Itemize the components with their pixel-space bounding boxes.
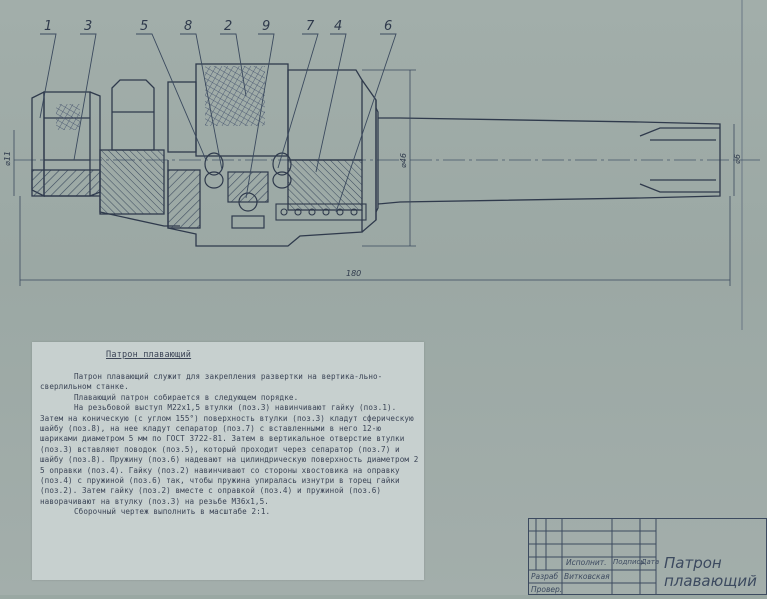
- assembly-drawing: 1 3 5 8 2 9 7 4 6 ⌀11 ⌀46 ⌀6 180: [3, 0, 760, 330]
- pos-label-9: 9: [262, 19, 270, 34]
- tb-col-date: Дата: [641, 558, 660, 566]
- separator-balls-part-7: [204, 152, 292, 229]
- tb-col-signature: Подпись: [613, 558, 645, 566]
- dimension-labels: ⌀11 ⌀46 ⌀6 180: [3, 151, 742, 278]
- pos-label-2: 2: [224, 19, 232, 34]
- dim-shank-diameter: ⌀6: [733, 154, 742, 164]
- tb-row-checked: Провер.: [531, 585, 563, 594]
- tb-developer-name: Витковская: [564, 572, 610, 581]
- tb-col-executor: Исполнит.: [566, 558, 607, 567]
- spring-part-6: [275, 203, 367, 221]
- pos-label-6: 6: [384, 19, 392, 34]
- description-paragraph-1: Патрон плавающий служит для закрепления …: [40, 372, 383, 392]
- dim-overall-length: 180: [346, 269, 361, 278]
- dimension-lines: [13, 69, 735, 286]
- title-block: Исполнит. Подпись Дата Разраб Витковская…: [528, 518, 767, 595]
- shank-part-4: [377, 117, 721, 205]
- description-title: Патрон плавающий: [106, 350, 192, 360]
- pos-label-7: 7: [306, 19, 315, 34]
- body-part-2: [167, 63, 379, 247]
- pos-label-1: 1: [44, 19, 52, 34]
- position-labels: 1 3 5 8 2 9 7 4 6: [44, 19, 392, 34]
- pos-label-8: 8: [184, 19, 192, 34]
- description-paragraph-4: Сборочный чертеж выполнить в масштабе 2:…: [74, 507, 271, 517]
- tb-row-developed: Разраб: [531, 572, 559, 581]
- pos-label-5: 5: [140, 19, 148, 34]
- description-body: Патрон плавающий служит для закрепления …: [40, 372, 420, 518]
- leader-lines: [39, 33, 397, 213]
- pos-label-4: 4: [334, 19, 342, 34]
- dim-left-diameter: ⌀11: [3, 151, 12, 166]
- tb-drawing-title: Патрон плавающий: [664, 554, 757, 590]
- description-paragraph-3: На резьбовой выступ М22х1,5 втулки (поз.…: [40, 403, 419, 506]
- description-card: Патрон плавающий Патрон плавающий служит…: [32, 342, 424, 580]
- description-paragraph-2: Плавающий патрон собирается в следующем …: [74, 392, 299, 402]
- dim-body-diameter: ⌀46: [399, 153, 408, 168]
- pos-label-3: 3: [84, 19, 92, 34]
